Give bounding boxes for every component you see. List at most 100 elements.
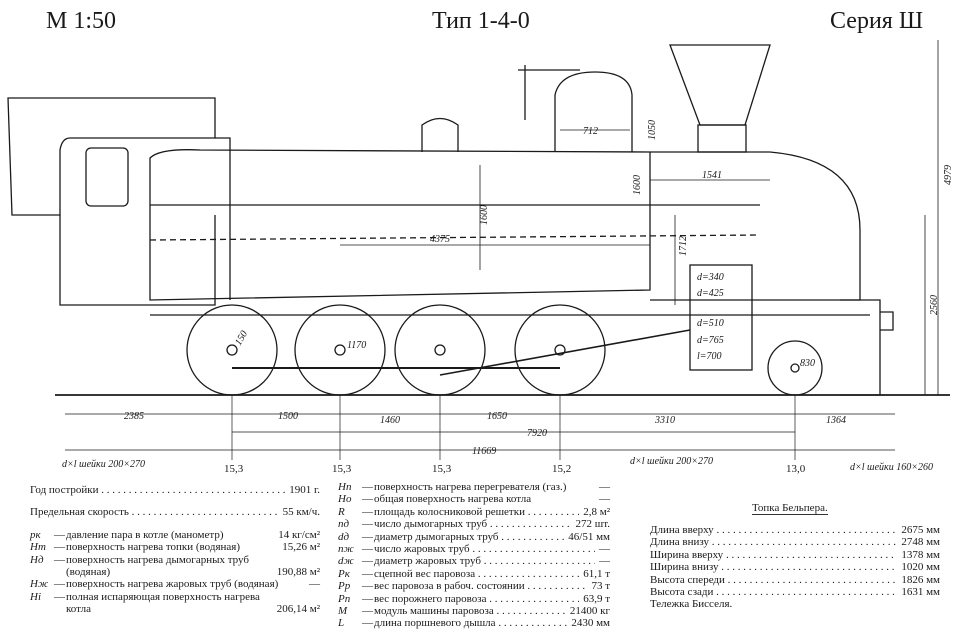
spec-row: dд— диаметр дымогарных труб 46/51 мм — [338, 531, 610, 543]
spec-dash: — — [54, 553, 65, 566]
spec-value: — — [599, 493, 610, 506]
spec-row: Нт— поверхность нагрева топки (водяная) … — [30, 541, 320, 553]
spec-label: вес порожнего паровоза — [374, 593, 579, 605]
cab-body — [59, 215, 216, 306]
spec-symbol: Нi — [30, 590, 41, 603]
dim-7920: 7920 — [527, 428, 547, 439]
belpaire-value: 1826 мм — [901, 573, 940, 586]
spec-dash: — — [362, 605, 373, 618]
spec-symbol: Нт — [30, 541, 46, 554]
spec-value: 21400 кг — [569, 605, 610, 618]
spec-value: 2,8 м² — [583, 505, 610, 518]
belpaire-row: Ширина вверху 1378 мм — [650, 549, 940, 561]
spec-symbol: R — [338, 505, 345, 518]
cyl-label-5: l=700 — [697, 351, 722, 362]
spec-symbol: dж — [338, 555, 354, 568]
dim-150: 150 — [233, 329, 250, 347]
dim-1050: 1050 — [647, 120, 658, 140]
spec-dash: — — [54, 541, 65, 554]
axle-note-mid: d×l шейки 200×270 — [630, 456, 713, 467]
specs-mid: Нп— поверхность нагрева перегревателя (г… — [338, 481, 610, 630]
spec-label: давление пара в котле (манометр) — [66, 528, 224, 541]
belpaire-label: Ширина вверху — [650, 549, 897, 561]
dim-1460: 1460 — [380, 415, 400, 426]
chimney-base — [697, 124, 747, 153]
dim-4375: 4375 — [430, 234, 450, 245]
spec-dash: — — [54, 578, 65, 591]
spec-row: Pп— вес порожнего паровоза 63,9 т — [338, 593, 610, 605]
spec-row: Pр— вес паровоза в рабоч. состоянии 73 т — [338, 580, 610, 592]
cab-side — [215, 137, 231, 300]
spec-dash: — — [362, 481, 373, 493]
cyl-label-2: d=425 — [697, 288, 724, 299]
belpaire-value: 1020 мм — [901, 561, 940, 574]
belpaire-value: 1378 мм — [901, 548, 940, 561]
spec-row: Но— общая поверхность нагрева котла — — [338, 493, 610, 505]
spec-value: — — [309, 578, 320, 591]
axle-load-4: 15,2 — [552, 463, 571, 475]
dim-1364: 1364 — [826, 415, 846, 426]
spec-symbol: Нп — [338, 481, 352, 493]
axle-note-right: d×l шейки 160×260 — [850, 462, 933, 473]
spec-label: поверхность нагрева жаровых труб (водяна… — [66, 578, 279, 591]
axle-load-1: 15,3 — [224, 463, 244, 475]
spec-symbol: Нж — [30, 578, 49, 591]
dim-1541: 1541 — [702, 170, 722, 181]
buffer-beam — [840, 299, 881, 396]
spec-label: диаметр жаровых труб — [374, 555, 595, 567]
belpaire-value: 1631 мм — [901, 586, 940, 599]
belpaire-title: Топка Бельпера. — [752, 502, 828, 515]
spec-label: общая поверхность нагрева котла — [374, 493, 532, 506]
spec-label: Год постройки — [30, 484, 285, 496]
spec-label: длина поршневого дышла — [374, 617, 567, 629]
spec-symbol: nж — [338, 543, 354, 556]
spec-value: 61,1 т — [583, 567, 610, 580]
chimney — [669, 44, 771, 126]
spec-dash: — — [362, 530, 373, 543]
spec-label: поверхность нагрева топки (водяная) — [66, 541, 241, 554]
spec-row: dж— диаметр жаровых труб — — [338, 555, 610, 567]
buffer — [880, 311, 894, 331]
spec-symbol: Pк — [338, 567, 350, 580]
belpaire-row: Тележка Бисселя. — [650, 598, 940, 610]
spec-label: диаметр дымогарных труб — [374, 531, 564, 543]
spec-label: площадь колосниковой решетки — [374, 506, 579, 518]
spec-value: 190,88 м² — [276, 566, 320, 579]
belpaire-table: Длина вверху2675 мм Длина внизу2748 мм Ш… — [650, 524, 940, 611]
cyl-label-1: d=340 — [697, 272, 724, 283]
belpaire-row: Высота сзади1631 мм — [650, 586, 940, 598]
spec-row: Pк— сцепной вес паровоза 61,1 т — [338, 568, 610, 580]
spec-symbol: Pр — [338, 580, 351, 593]
spec-label: число жаровых труб — [374, 543, 595, 555]
spec-symbol: pк — [30, 528, 41, 541]
spec-value: 14 кг/см² — [278, 528, 320, 541]
spec-row: R — площадь колосниковой решетки 2,8 м² — [338, 506, 610, 518]
spec-dash: — — [54, 528, 65, 541]
cab-window — [85, 147, 129, 207]
spec-value: 63,9 т — [583, 592, 610, 605]
dim-1600-dome: 1600 — [632, 175, 643, 195]
dim-1170: 1170 — [347, 340, 366, 351]
dim-2560: 2560 — [929, 295, 940, 315]
dim-4979: 4979 — [943, 165, 954, 185]
spec-dash: — — [362, 592, 373, 605]
spec-symbol: Нд — [30, 553, 44, 566]
cylinder — [689, 264, 753, 371]
dim-1500: 1500 — [278, 411, 298, 422]
belpaire-value: 2675 мм — [901, 524, 940, 536]
spec-row: М— модуль машины паровоза 21400 кг — [338, 605, 610, 617]
spec-row: L— длина поршневого дышла 2430 мм — [338, 617, 610, 629]
dim-830: 830 — [800, 358, 815, 369]
belpaire-row: Высота спереди1826 мм — [650, 574, 940, 586]
spec-row: Нi— полная испаряющая поверхность нагрев… — [30, 591, 320, 616]
dim-1712: 1712 — [678, 236, 689, 256]
spec-label: модуль машины паровоза — [374, 605, 566, 617]
spec-symbol: nд — [338, 518, 350, 531]
spec-dash: — — [362, 505, 373, 518]
belpaire-row: Длина вверху2675 мм — [650, 524, 940, 536]
belpaire-row: Ширина внизу1020 мм — [650, 561, 940, 573]
spec-dash: — — [362, 518, 373, 531]
spec-value: — — [599, 543, 610, 556]
axle-load-3: 15,3 — [432, 463, 452, 475]
series-label: Серия Ш — [830, 8, 924, 34]
